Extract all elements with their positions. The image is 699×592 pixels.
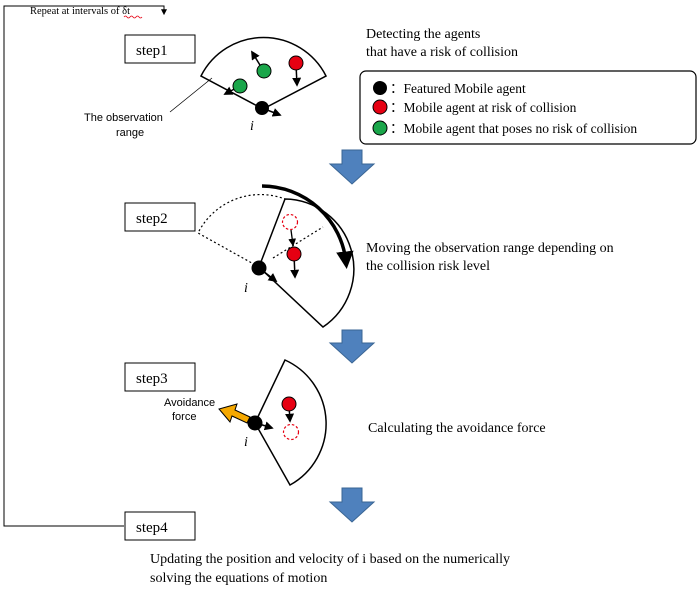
step4-label: step4: [136, 520, 168, 536]
legend-swatch-featured: [373, 81, 387, 95]
risk-agent-3: [281, 396, 297, 412]
flow-arrow-3: [328, 487, 376, 523]
avoidance-force-arrow: [218, 403, 251, 424]
step4-desc-2: solving the equations of motion: [150, 571, 327, 586]
avoidance-force-label-2: force: [172, 411, 196, 423]
step2-previous-range-edge-inner: [272, 226, 324, 259]
step1-label: step1: [136, 43, 168, 59]
avoidance-force-label-1: Avoidance: [164, 397, 215, 409]
step2-box: [124, 202, 196, 232]
risk-agent-ghost: [281, 213, 299, 231]
loop-label: Repeat at intervals of δt: [30, 6, 130, 17]
spell-underline: [123, 15, 143, 19]
step1-box: [124, 34, 196, 64]
agent-index-2: i: [244, 281, 248, 296]
observation-range-label-2: range: [116, 127, 144, 139]
legend-label-risk: ：Mobile agent at risk of collision: [390, 100, 577, 115]
step4-box: [124, 511, 196, 541]
agent-index-1: i: [250, 119, 254, 134]
step3-observation-sector: [254, 359, 327, 487]
featured-agent-1: [255, 101, 269, 115]
step2-desc-1: Moving the observation range depending o…: [366, 241, 614, 256]
step4-desc-1: Updating the position and velocity of i …: [150, 552, 510, 567]
safe-agent-2: [232, 78, 248, 94]
featured-agent-2: [251, 260, 267, 276]
step1-pointer-line: [169, 77, 213, 113]
legend-swatch-safe: [372, 120, 388, 136]
legend-box: [359, 70, 697, 145]
legend-label-safe: ：Mobile agent that poses no risk of coll…: [390, 121, 637, 136]
step3-box: [124, 362, 196, 392]
step3-label: step3: [136, 371, 168, 387]
step2-previous-range: [197, 193, 286, 268]
flow-arrow-1: [328, 149, 376, 185]
legend-swatch-risk: [372, 99, 388, 115]
rotation-arrow: [261, 184, 354, 269]
loop-line: [3, 5, 167, 527]
risk-agent-2: [286, 246, 302, 262]
step2-label: step2: [136, 211, 168, 227]
step3-desc-1: Calculating the avoidance force: [368, 421, 546, 436]
featured-agent-3: [247, 415, 263, 431]
step1-desc-2: that have a risk of collision: [366, 45, 518, 60]
step2-desc-2: the collision risk level: [366, 259, 490, 274]
step2-observation-sector: [258, 198, 355, 328]
legend-label-featured: ：Featured Mobile agent: [390, 81, 526, 96]
step1-desc-1: Detecting the agents: [366, 27, 480, 42]
observation-range-label-1: The observation: [84, 112, 163, 124]
safe-agent-1: [256, 63, 272, 79]
risk-agent-1: [288, 55, 304, 71]
agent-index-3: i: [244, 435, 248, 450]
risk-agent-ghost-3: [282, 423, 300, 441]
arrow-ghost: [288, 229, 297, 247]
flow-arrow-2: [328, 329, 376, 364]
